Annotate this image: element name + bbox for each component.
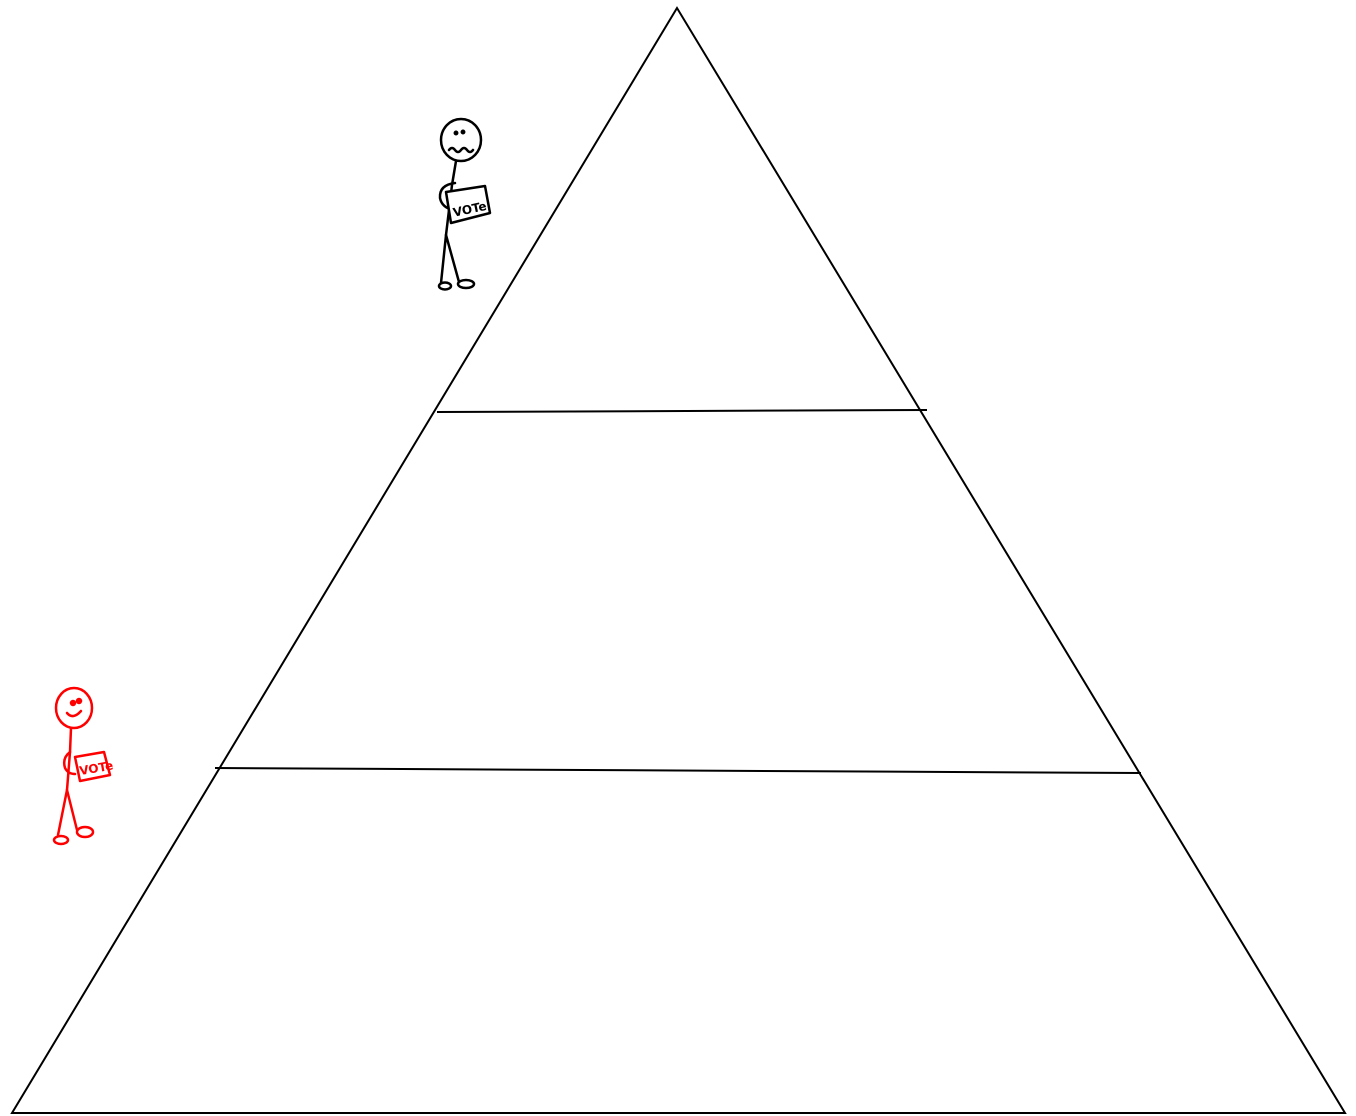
figure-foot-right — [77, 827, 93, 837]
figure-leg-right — [67, 790, 77, 830]
figure-head — [56, 688, 92, 728]
tier-divider-lower — [215, 768, 1141, 773]
figure-eye-left — [71, 701, 75, 705]
figure-eye-right — [77, 699, 81, 703]
figure-foot-right — [458, 280, 474, 288]
figure-eye-left — [455, 132, 457, 134]
tier-divider-upper — [437, 410, 927, 412]
figure-head — [441, 119, 481, 161]
figure-leg-right — [446, 235, 459, 282]
figure-foot-left — [439, 283, 451, 290]
figure-foot-left — [54, 836, 68, 844]
figure-body — [58, 728, 71, 835]
figure-mouth-smile — [67, 711, 81, 716]
figure-mouth-worried — [449, 148, 473, 152]
pyramid-outline — [12, 8, 1345, 1113]
figure-eye-right — [462, 131, 464, 133]
